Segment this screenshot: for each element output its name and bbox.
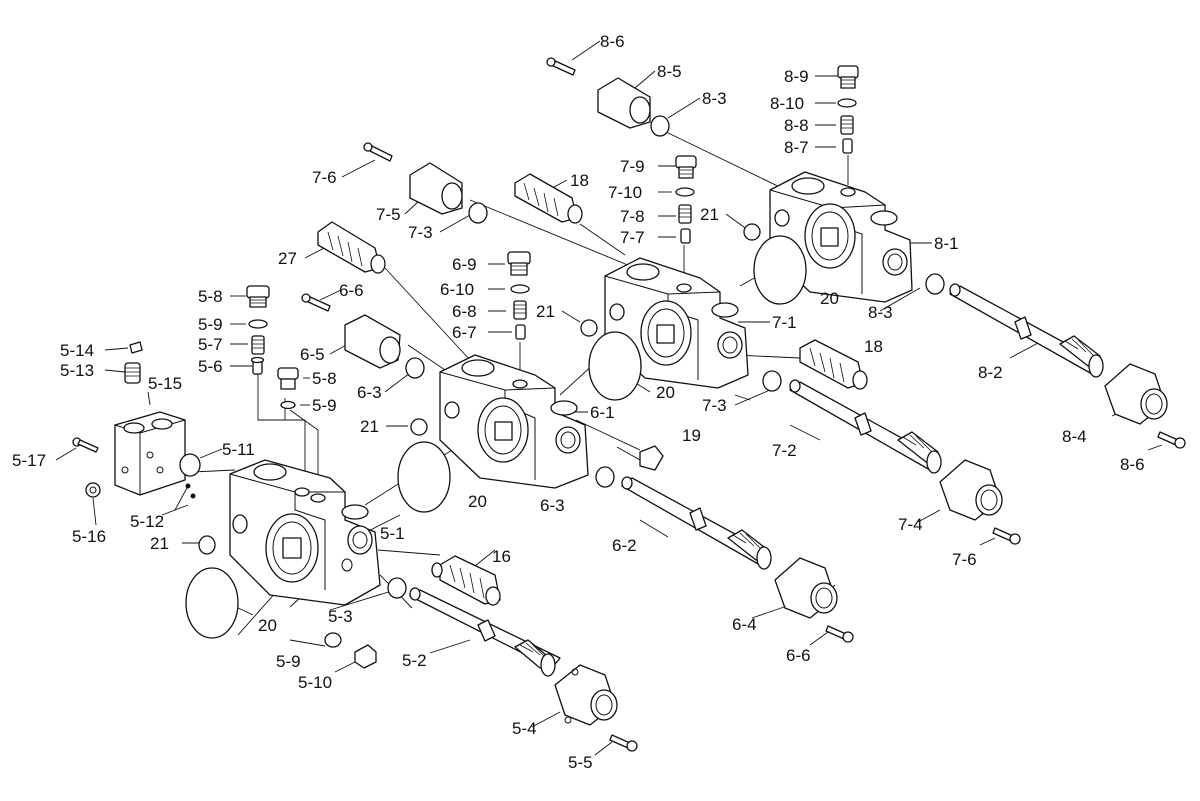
callout-label: 5-16 (72, 527, 106, 546)
callout-label: 8-7 (784, 138, 809, 157)
callout-label: 6-7 (452, 323, 477, 342)
callout-label: 5-5 (568, 753, 593, 772)
callout-label: 7-9 (620, 157, 645, 176)
callout-label: 5-15 (148, 374, 182, 393)
callout-label: 18 (864, 337, 883, 356)
callout-label: 5-4 (512, 719, 537, 738)
callout-label: 8-3 (702, 89, 727, 108)
section-7-cap (939, 459, 1021, 545)
callout-label: 21 (150, 534, 169, 553)
callout-label: 8-2 (978, 363, 1003, 382)
callout-label: 8-8 (784, 116, 809, 135)
callout-label: 5-12 (130, 512, 164, 531)
section-6-valve-block (439, 354, 589, 489)
callout-label: 5-3 (328, 607, 353, 626)
callout-labels: 8-6 8-5 8-3 8-9 8-10 8-8 8-7 7-6 7-5 18 … (12, 32, 1145, 772)
callout-label: 7-3 (702, 396, 727, 415)
callout-label: 6-5 (300, 345, 325, 364)
callout-label: 8-5 (657, 62, 682, 81)
callout-label: 21 (360, 417, 379, 436)
section-5-spool (409, 587, 561, 677)
section-6-small-parts (301, 221, 664, 513)
callout-label: 8-9 (784, 67, 809, 86)
callout-label: 8-6 (600, 32, 625, 51)
callout-label: 5-2 (402, 651, 427, 670)
callout-label: 21 (700, 205, 719, 224)
section-7-small-parts (363, 142, 868, 401)
callout-label: 5-17 (12, 451, 46, 470)
callout-label: 7-10 (608, 183, 642, 202)
callout-label: 6-3 (540, 496, 565, 515)
section-8-small-parts (546, 57, 945, 305)
section-6-cap (774, 557, 854, 643)
callout-label: 6-9 (452, 255, 477, 274)
callout-label: 5-8 (312, 369, 337, 388)
callout-label: 5-11 (222, 440, 255, 459)
callout-label: 20 (468, 492, 487, 511)
callout-label: 16 (492, 547, 511, 566)
callout-label: 5-13 (60, 361, 94, 380)
section-5-cap (554, 664, 638, 752)
callout-label: 6-2 (612, 536, 637, 555)
callout-label: 5-9 (198, 315, 223, 334)
callout-label: 6-4 (732, 615, 757, 634)
callout-label: 8-3 (868, 303, 893, 322)
callout-label: 7-6 (312, 168, 337, 187)
callout-label: 27 (278, 249, 297, 268)
callout-label: 5-8 (198, 287, 223, 306)
callout-label: 8-4 (1062, 427, 1087, 446)
section-6-spool (621, 476, 772, 570)
callout-label: 5-14 (60, 341, 94, 360)
callout-label: 20 (656, 383, 675, 402)
callout-label: 8-10 (770, 94, 804, 113)
callout-label: 7-3 (408, 223, 433, 242)
section-5-side-block (114, 411, 186, 496)
callout-label: 20 (820, 289, 839, 308)
callout-label: 7-5 (376, 205, 401, 224)
callout-label: 21 (536, 302, 555, 321)
section-8-cap (1104, 363, 1186, 449)
section-5-valve-block (229, 459, 381, 606)
callout-label: 7-6 (952, 550, 977, 569)
callout-label: 5-9 (276, 652, 301, 671)
callout-label: 7-7 (620, 228, 645, 247)
callout-label: 6-10 (440, 280, 474, 299)
callout-label: 8-1 (934, 234, 959, 253)
callout-label: 6-8 (452, 302, 477, 321)
callout-label: 6-6 (786, 646, 811, 665)
callout-label: 20 (258, 616, 277, 635)
section-8-spool (949, 283, 1104, 378)
callout-label: 6-3 (357, 383, 382, 402)
callout-label: 6-6 (339, 281, 364, 300)
callout-label: 7-4 (898, 515, 923, 534)
section-7-spool (789, 379, 942, 474)
section-7-valve-block (604, 257, 749, 389)
callout-label: 19 (682, 426, 701, 445)
callout-label: 5-10 (298, 673, 332, 692)
callout-label: 5-9 (312, 396, 337, 415)
callout-label: 6-1 (590, 403, 615, 422)
section-5-small-parts (72, 285, 407, 669)
callout-label: 7-2 (772, 441, 797, 460)
callout-label: 5-1 (380, 524, 405, 543)
callout-label: 5-7 (198, 335, 223, 354)
callout-label: 8-6 (1120, 455, 1145, 474)
callout-label: 7-1 (772, 313, 797, 332)
callout-label: 7-8 (620, 207, 645, 226)
callout-label: 5-6 (198, 357, 223, 376)
section-5-valve-16 (431, 555, 501, 606)
callout-label: 18 (570, 171, 589, 190)
